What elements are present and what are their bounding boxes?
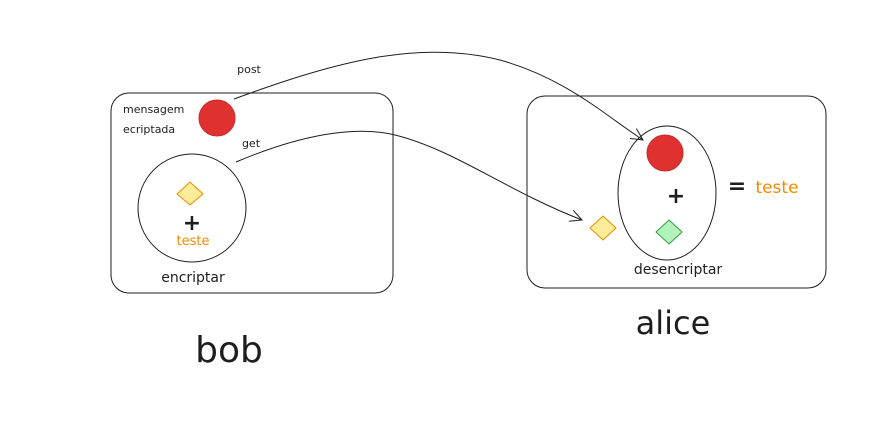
- alice-plus-sign: +: [667, 184, 685, 209]
- encrypt-circle: [137, 153, 247, 263]
- bob-plaintext: teste: [177, 234, 210, 249]
- private-key-diamond-icon: [655, 219, 683, 245]
- bob-plus-sign: +: [183, 211, 201, 236]
- encrypted-message-label-line2: ecriptada: [123, 123, 175, 136]
- decrypt-label: desencriptar: [634, 262, 723, 278]
- encrypted-message-label-line1: mensagem: [123, 103, 184, 116]
- arrows-group: post get: [233, 51, 643, 220]
- post-label: post: [237, 63, 261, 76]
- get-arrow: [235, 130, 582, 220]
- bob-name: bob: [195, 330, 263, 371]
- decrypt-ellipse: [617, 125, 717, 261]
- get-label: get: [242, 137, 261, 150]
- encrypt-label: encriptar: [161, 270, 225, 286]
- post-arrow: [233, 51, 643, 140]
- public-key-diamond-icon: [176, 181, 204, 206]
- encrypted-message-circle-icon: [198, 99, 236, 137]
- alice-name: alice: [636, 304, 711, 342]
- alice-box: [526, 95, 827, 289]
- received-public-key-diamond-icon: [589, 215, 617, 241]
- bob-group: mensagem ecriptada + teste encriptar bob: [110, 92, 394, 371]
- received-message-circle-icon: [646, 134, 684, 172]
- alice-group: + = teste desencriptar alice: [526, 95, 827, 342]
- alice-result: teste: [755, 178, 798, 198]
- alice-equals-sign: =: [728, 174, 746, 199]
